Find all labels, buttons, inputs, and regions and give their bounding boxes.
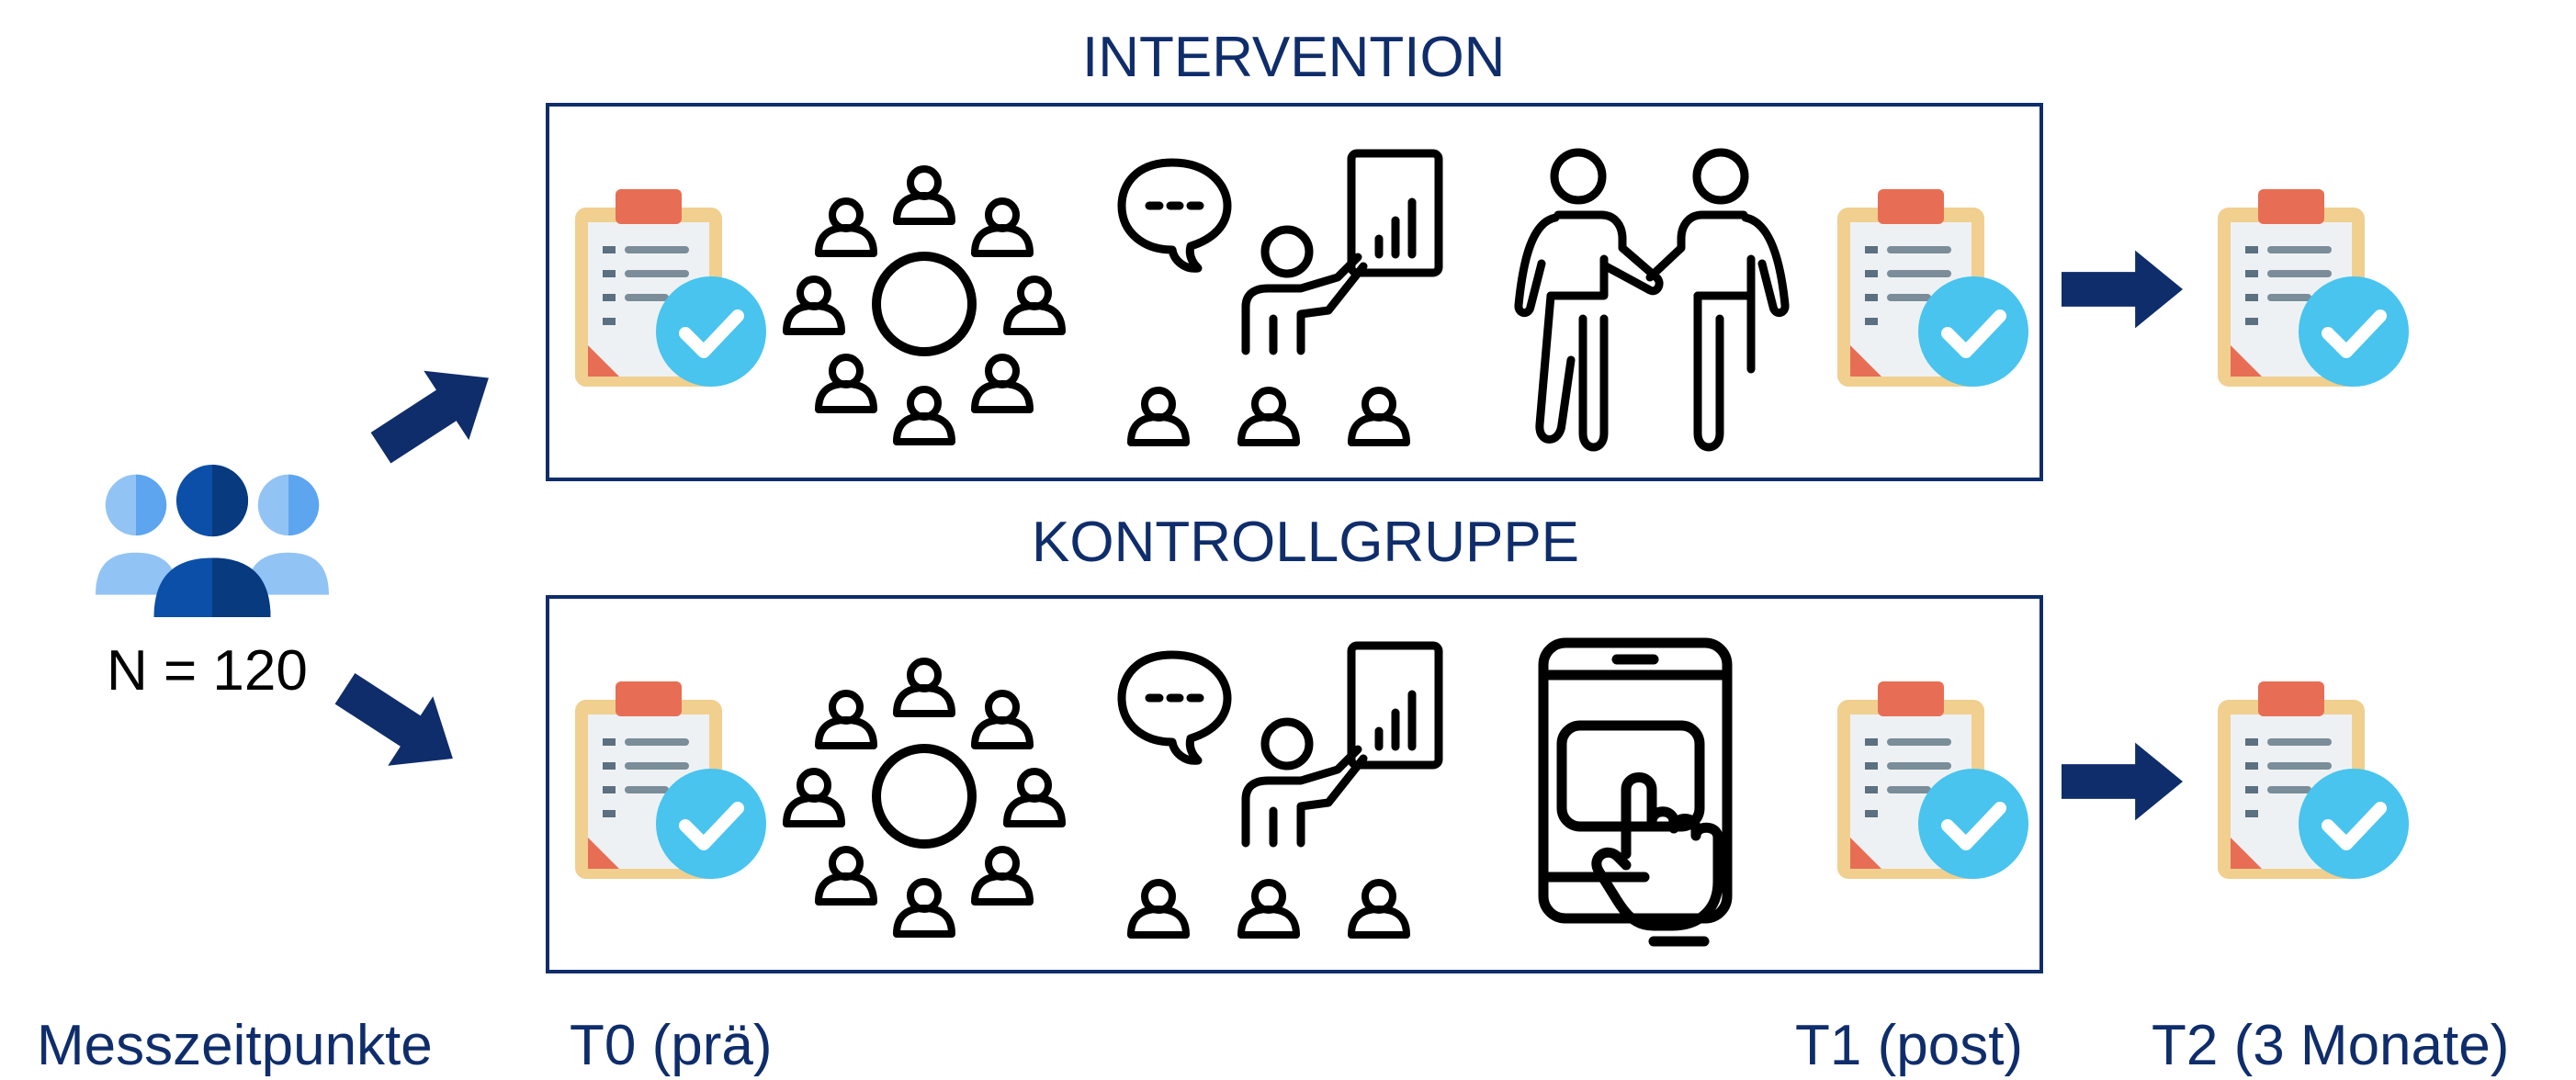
timepoint-t0-label: T0 (prä)	[570, 1014, 773, 1077]
group-circle-icon-control	[777, 654, 1071, 948]
arrow-to-control-icon	[322, 654, 476, 793]
clipboard-check-icon-t0-control	[566, 681, 768, 883]
control-group-title: KONTROLLGRUPPE	[1032, 511, 1580, 574]
presentation-icon-intervention	[1117, 149, 1448, 461]
intervention-box	[546, 103, 2043, 481]
clipboard-check-icon-t2-intervention	[2209, 189, 2411, 391]
presentation-icon-control	[1117, 641, 1448, 953]
timepoints-heading: Messzeitpunkte	[37, 1014, 433, 1077]
timepoint-t2-label: T2 (3 Monate)	[2152, 1014, 2510, 1077]
clipboard-check-icon-t0-intervention	[566, 189, 768, 391]
control-group-box	[546, 595, 2043, 973]
sample-size-label: N = 120	[107, 639, 308, 703]
timepoint-t1-label: T1 (post)	[1795, 1014, 2024, 1077]
group-circle-icon-intervention	[777, 162, 1071, 456]
clipboard-check-icon-t2-control	[2209, 681, 2411, 883]
arrow-to-t2-control-icon	[2062, 742, 2183, 821]
arrow-to-t2-intervention-icon	[2062, 250, 2183, 329]
tablet-touch-icon	[1534, 634, 1773, 955]
arrow-to-intervention-icon	[358, 343, 512, 483]
handshake-icon	[1514, 149, 1790, 461]
clipboard-check-icon-t1-intervention	[1828, 189, 2030, 391]
intervention-title: INTERVENTION	[1082, 26, 1506, 89]
people-group-icon	[96, 465, 329, 617]
clipboard-check-icon-t1-control	[1828, 681, 2030, 883]
